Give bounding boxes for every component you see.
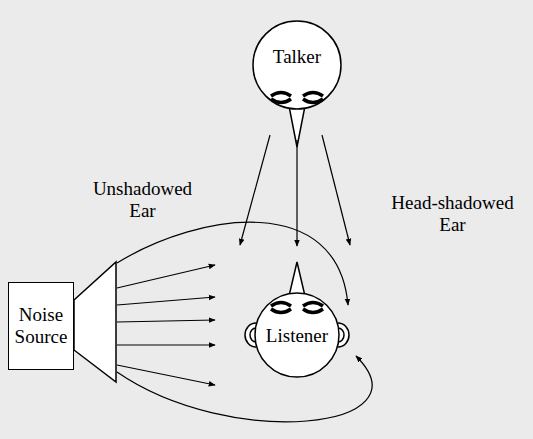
unshadowed-ear-label: Unshadowed Ear xyxy=(85,178,200,222)
sound-arrow xyxy=(117,265,215,288)
noise-source-box: Noise Source xyxy=(8,282,74,370)
sound-arrow xyxy=(117,344,215,345)
sound-arrow xyxy=(117,297,215,305)
listener-head: Listener xyxy=(254,292,340,378)
sound-arrow xyxy=(117,320,215,322)
speaker-cone xyxy=(74,262,116,382)
sound-arrow xyxy=(240,135,270,245)
talker-head: Talker xyxy=(252,20,342,110)
listener-nose xyxy=(289,262,305,296)
node-text: Talker xyxy=(252,46,342,68)
sound-arrow xyxy=(322,135,350,245)
curved-sound-path xyxy=(117,222,348,305)
node-text: Listener xyxy=(254,325,340,347)
node-text: Noise Source xyxy=(13,304,69,348)
head-shadowed-ear-label: Head-shadowed Ear xyxy=(385,192,520,236)
curved-sound-path xyxy=(117,356,372,422)
